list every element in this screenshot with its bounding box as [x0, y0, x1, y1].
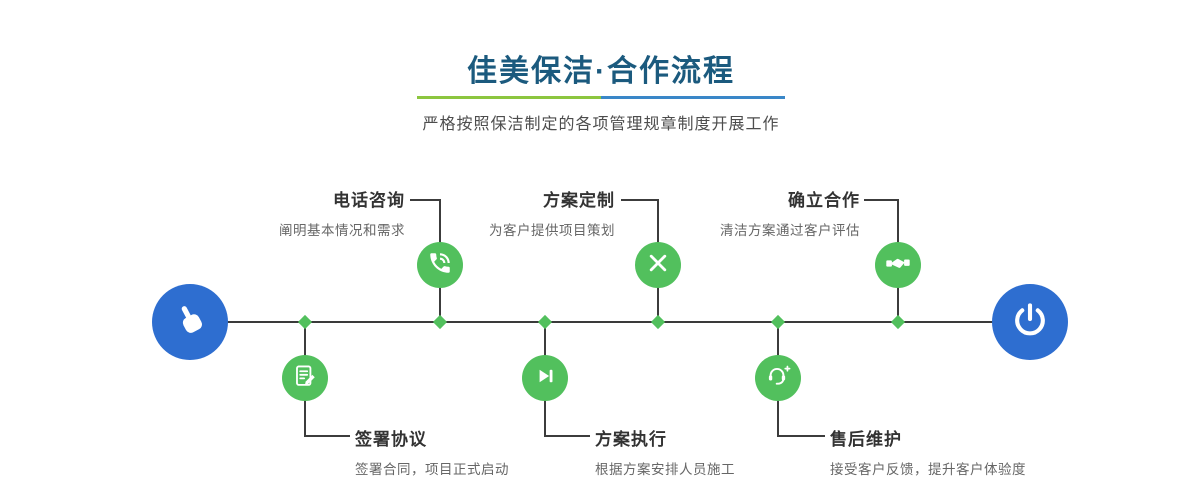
step-label-cooperation: 确立合作 清洁方案通过客户评估: [610, 186, 860, 239]
connector-elbow: [544, 400, 590, 437]
play-icon: [532, 363, 558, 394]
power-icon: [1011, 301, 1049, 344]
connector-elbow: [864, 199, 899, 244]
timeline-node-marker: [650, 314, 666, 330]
step-desc: 签署合同，项目正式启动: [355, 462, 509, 477]
step-node-sign: [282, 355, 328, 401]
hand-pointer-icon: [171, 301, 209, 344]
step-label-sign: 签署协议 签署合同，项目正式启动: [355, 425, 615, 478]
step-title: 电话咨询: [333, 191, 405, 210]
page-title: 佳美保洁·合作流程: [467, 55, 735, 88]
step-title: 方案执行: [595, 430, 667, 449]
connector-elbow: [777, 400, 825, 437]
connector-elbow: [621, 199, 659, 244]
step-desc: 阐明基本情况和需求: [279, 223, 405, 238]
timeline-node-marker: [770, 314, 786, 330]
connector-line: [439, 285, 441, 322]
step-label-execute: 方案执行 根据方案安排人员施工: [595, 425, 855, 478]
step-title: 方案定制: [543, 191, 615, 210]
timeline-start-node: [152, 284, 228, 360]
headset-icon: [765, 363, 791, 394]
timeline-node-marker: [297, 314, 313, 330]
step-label-aftersale: 售后维护 接受客户反馈，提升客户体验度: [830, 425, 1120, 478]
connector-line: [657, 285, 659, 322]
connector-elbow: [410, 199, 441, 244]
step-node-plan: [635, 242, 681, 288]
phone-icon: [427, 250, 453, 281]
step-desc: 根据方案安排人员施工: [595, 462, 735, 477]
timeline-node-marker: [537, 314, 553, 330]
step-label-plan: 方案定制 为客户提供项目策划: [365, 186, 615, 239]
step-node-cooperation: [875, 242, 921, 288]
step-desc: 为客户提供项目策划: [489, 223, 615, 238]
handshake-icon: [885, 250, 911, 281]
step-desc: 接受客户反馈，提升客户体验度: [830, 462, 1026, 477]
step-node-phone: [417, 242, 463, 288]
connector-line: [777, 322, 779, 358]
pen-tools-icon: [645, 250, 671, 281]
timeline-end-node: [992, 284, 1068, 360]
step-node-execute: [522, 355, 568, 401]
step-node-aftersale: [755, 355, 801, 401]
timeline-node-marker: [432, 314, 448, 330]
document-pen-icon: [292, 363, 318, 394]
page-subtitle: 严格按照保洁制定的各项管理规章制度开展工作: [422, 116, 780, 133]
connector-line: [544, 322, 546, 358]
timeline-line: [190, 321, 1030, 323]
timeline-node-marker: [890, 314, 906, 330]
connector-line: [897, 285, 899, 322]
title-divider: [417, 96, 785, 99]
step-title: 售后维护: [830, 430, 902, 449]
step-desc: 清洁方案通过客户评估: [720, 223, 860, 238]
step-label-phone: 电话咨询 阐明基本情况和需求: [155, 186, 405, 239]
step-title: 签署协议: [355, 430, 427, 449]
connector-line: [304, 322, 306, 358]
connector-elbow: [304, 400, 350, 437]
step-title: 确立合作: [788, 191, 860, 210]
